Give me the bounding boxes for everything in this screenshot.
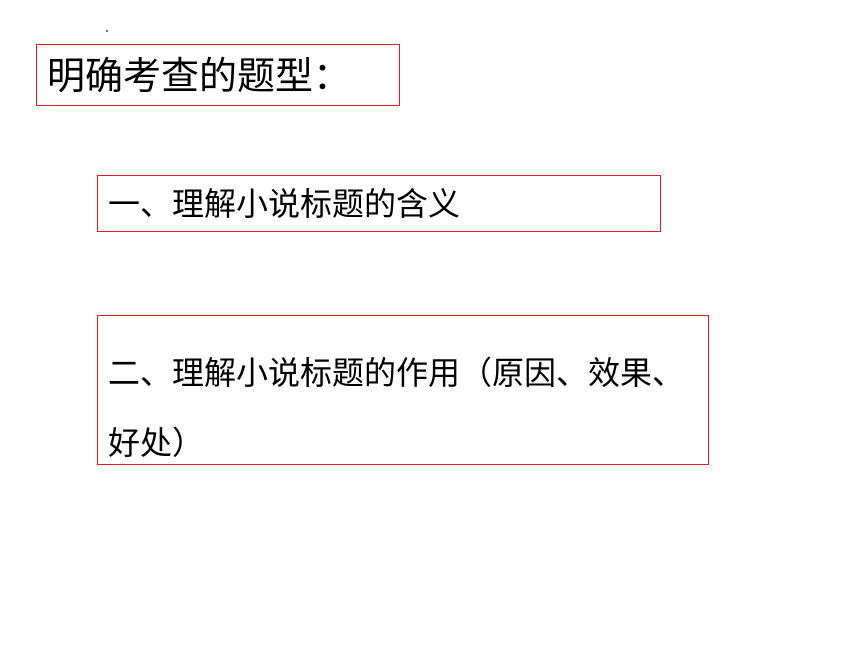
slide-title: 明确考查的题型： (47, 54, 352, 98)
question-type-2-text: 二、理解小说标题的作用（原因、效果、好处） (108, 354, 685, 462)
question-type-1-text: 一、理解小说标题的含义 (108, 185, 461, 223)
decorative-dot (106, 30, 108, 32)
question-type-1-box: 一、理解小说标题的含义 (97, 175, 661, 232)
title-box: 明确考查的题型： (36, 44, 400, 106)
question-type-2-box: 二、理解小说标题的作用（原因、效果、好处） (97, 315, 709, 465)
